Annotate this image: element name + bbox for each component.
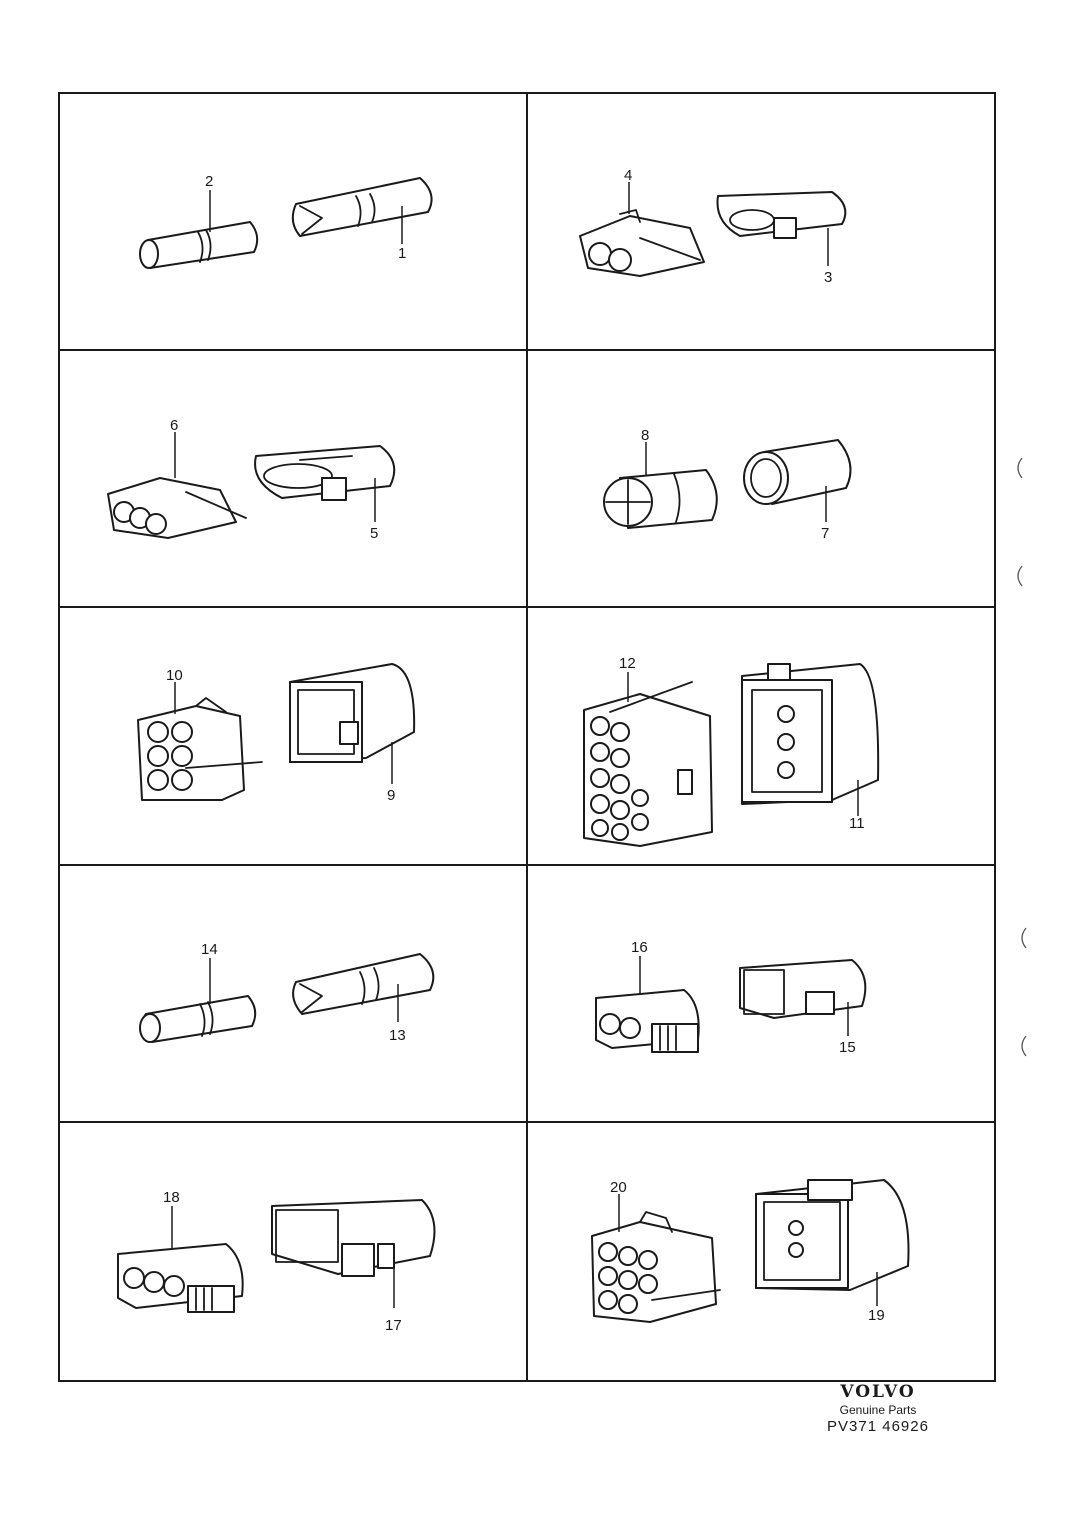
part-17-three-way-shell — [271, 1199, 436, 1277]
part-9-six-way-shell — [289, 663, 416, 763]
callout-19: 19 — [868, 1307, 885, 1324]
callout-12: 12 — [619, 655, 636, 672]
callout-16: 16 — [631, 939, 648, 956]
part-13-socket-terminal — [292, 953, 435, 1015]
panel-3: 6 5 — [107, 417, 396, 542]
callout-15: 15 — [839, 1039, 856, 1056]
margin-marks — [1017, 457, 1027, 1057]
callout-20: 20 — [610, 1179, 627, 1196]
brand-block: VOLVO Genuine Parts PV371 46926 — [818, 1382, 938, 1435]
part-18-three-way-housing — [117, 1243, 244, 1313]
part-19-nine-way-shell — [755, 1179, 910, 1291]
callout-8: 8 — [641, 427, 649, 444]
callout-17: 17 — [385, 1317, 402, 1334]
part-14-pin-terminal — [139, 995, 257, 1043]
part-10-six-way-housing — [137, 697, 263, 801]
panel-8: 16 15 — [595, 939, 867, 1056]
part-3-two-way-shell — [716, 191, 847, 239]
panel-1: 2 1 — [139, 173, 433, 269]
part-16-two-way-housing — [595, 989, 700, 1053]
callout-6: 6 — [170, 417, 178, 434]
callout-14: 14 — [201, 941, 218, 958]
part-2-pin-terminal — [139, 221, 259, 269]
part-12-twelve-way-housing — [583, 681, 713, 847]
part-5-three-way-shell — [254, 445, 396, 501]
part-11-twelve-way-shell — [741, 663, 880, 805]
panel-9: 18 17 — [117, 1189, 436, 1334]
callout-7: 7 — [821, 525, 829, 542]
callout-11: 11 — [849, 815, 865, 832]
callout-10: 10 — [166, 667, 183, 684]
part-4-two-way-housing — [579, 209, 705, 277]
callout-13: 13 — [389, 1027, 406, 1044]
panel-7: 14 13 — [139, 941, 435, 1044]
reference-code: PV371 46926 — [827, 1418, 929, 1435]
panel-6: 12 11 — [583, 655, 880, 847]
callout-1: 1 — [398, 245, 406, 262]
panel-10: 20 19 — [591, 1179, 910, 1324]
callout-4: 4 — [624, 167, 632, 184]
panel-grid — [58, 92, 996, 1382]
callout-2: 2 — [205, 173, 213, 190]
panel-2: 4 3 — [579, 167, 847, 286]
panel-5: 10 9 — [137, 663, 416, 804]
volvo-logo: VOLVO — [840, 1382, 916, 1402]
brand-subtitle: Genuine Parts — [839, 1403, 917, 1417]
callout-5: 5 — [370, 525, 378, 542]
part-8-cable-plug — [603, 469, 718, 529]
part-1-socket-terminal — [291, 177, 433, 237]
callout-3: 3 — [824, 269, 832, 286]
callout-9: 9 — [387, 787, 395, 804]
part-7-cable-sleeve — [743, 439, 852, 505]
part-15-two-way-shell — [739, 959, 867, 1019]
part-20-nine-way-housing — [591, 1211, 721, 1323]
callout-18: 18 — [163, 1189, 180, 1206]
panel-4: 8 7 — [603, 427, 852, 542]
part-6-three-way-housing — [107, 477, 247, 539]
